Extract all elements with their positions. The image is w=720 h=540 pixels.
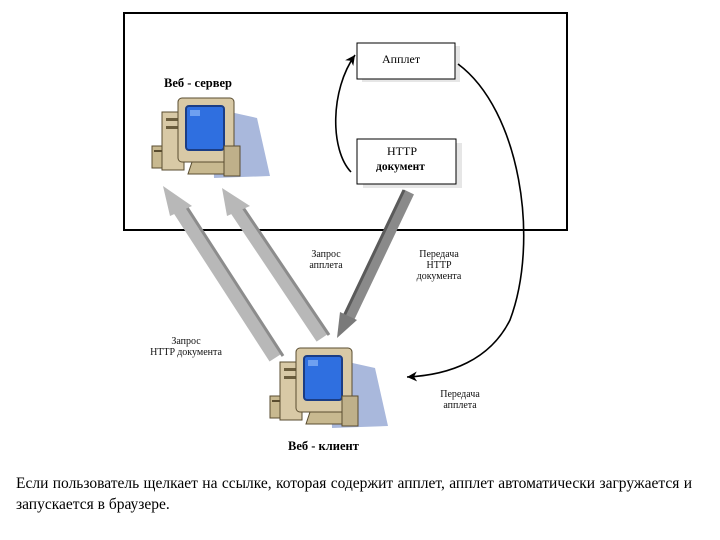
http-box-line1: HTTP [387, 144, 417, 159]
client-label: Веб - клиент [288, 439, 359, 454]
computer-icon [152, 98, 270, 178]
arrow-applet-loop [336, 55, 355, 172]
edge-label-line: HTTP документа [140, 347, 232, 358]
caption-text: Если пользователь щелкает на ссылке, кот… [16, 473, 692, 515]
arrow-request-http [163, 186, 283, 358]
edge-label-line: Запрос [140, 336, 232, 347]
edge-label-line: апплета [300, 260, 352, 271]
applet-box-label: Апплет [382, 52, 420, 67]
edge-label-line: Передача [409, 249, 469, 260]
edge-label-transfer-applet: Передача апплета [432, 389, 488, 411]
server-label: Веб - сервер [164, 76, 232, 91]
edge-label-line: Передача [432, 389, 488, 400]
edge-label-line: апплета [432, 400, 488, 411]
edge-label-request-applet: Запрос апплета [300, 249, 352, 271]
diagram-canvas [0, 0, 720, 470]
edge-label-transfer-http: Передача HTTP документа [409, 249, 469, 282]
http-box-line2: документ [376, 161, 425, 173]
edge-label-line: Запрос [300, 249, 352, 260]
computer-icon [270, 348, 388, 428]
edge-label-request-http: Запрос HTTP документа [140, 336, 232, 358]
edge-label-line: HTTP [409, 260, 469, 271]
arrow-transfer-applet [407, 64, 524, 377]
edge-label-line: документа [409, 271, 469, 282]
